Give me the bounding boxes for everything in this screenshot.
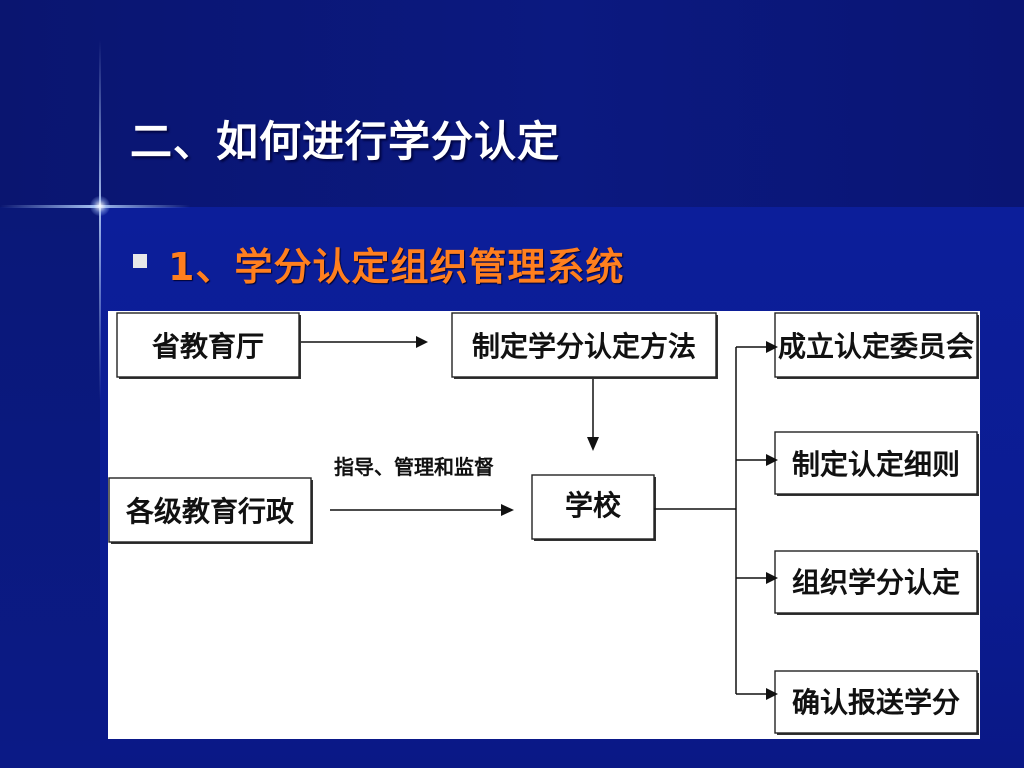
node-method-label: 制定学分认定方法 bbox=[472, 330, 696, 363]
slide-title: 二、如何进行学分认定 bbox=[130, 117, 561, 166]
left-band bbox=[0, 207, 100, 768]
node-rules-label: 制定认定细则 bbox=[792, 448, 960, 481]
node-organize-label: 组织学分认定 bbox=[792, 566, 960, 599]
node-province: 省教育厅 bbox=[116, 312, 301, 379]
org-flow-diagram: 省教育厅 制定学分认定方法 各级教育行政 学校 成立认定委员会 bbox=[108, 311, 980, 739]
edge-province-to-method bbox=[301, 336, 428, 348]
node-admin: 各级教育行政 bbox=[108, 477, 313, 544]
node-method: 制定学分认定方法 bbox=[451, 312, 718, 379]
node-admin-label: 各级教育行政 bbox=[125, 495, 294, 528]
decorative-sparkle-icon bbox=[90, 196, 110, 216]
bullet-square-icon bbox=[133, 254, 147, 268]
edge-admin-to-school: 指导、管理和监督 bbox=[330, 455, 514, 516]
node-rules: 制定认定细则 bbox=[774, 431, 979, 496]
decorative-glow-vertical bbox=[99, 40, 101, 400]
edge-label-guidance: 指导、管理和监督 bbox=[334, 455, 494, 479]
node-school: 学校 bbox=[531, 474, 656, 541]
edge-method-to-school bbox=[587, 379, 599, 451]
edge-school-to-branches bbox=[654, 341, 778, 700]
slide-subtitle: 1、学分认定组织管理系统 bbox=[168, 245, 625, 289]
node-confirm: 确认报送学分 bbox=[774, 670, 979, 735]
title-band bbox=[0, 0, 1024, 207]
node-province-label: 省教育厅 bbox=[152, 330, 264, 363]
node-organize: 组织学分认定 bbox=[774, 550, 979, 615]
node-school-label: 学校 bbox=[565, 489, 622, 522]
node-committee-label: 成立认定委员会 bbox=[778, 330, 974, 363]
node-committee: 成立认定委员会 bbox=[774, 312, 979, 379]
diagram-canvas: 省教育厅 制定学分认定方法 各级教育行政 学校 成立认定委员会 bbox=[108, 312, 979, 735]
node-confirm-label: 确认报送学分 bbox=[792, 686, 960, 719]
